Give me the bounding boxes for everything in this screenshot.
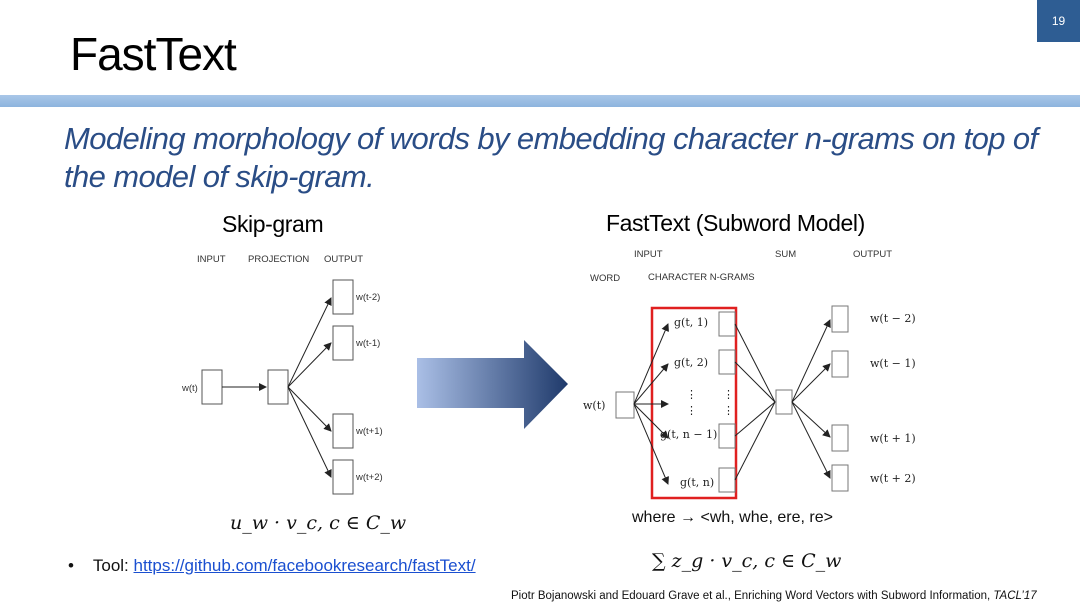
skipgram-col-input: INPUT (197, 254, 226, 265)
ngram-label-4: g(t, n) (680, 476, 714, 489)
skipgram-output-box-2 (332, 325, 354, 361)
ngram-vector-box-4 (718, 467, 736, 493)
ngram-vector-box-2 (718, 349, 736, 375)
ngram-vector-box-1 (718, 311, 736, 337)
fasttext-out-arrow-4 (791, 401, 831, 479)
fasttext-output-box-2 (831, 350, 849, 378)
ngram-vector-dots-2: ⋮ (723, 404, 734, 417)
ngram-vector-box-3 (718, 423, 736, 449)
skipgram-col-projection: PROJECTION (248, 254, 309, 265)
ngram-vertical-dots-2: ⋮ (686, 404, 697, 417)
fasttext-output-box-4 (831, 464, 849, 492)
ngram-arrow-4 (633, 403, 669, 439)
fasttext-out-arrow-3 (791, 401, 831, 438)
ngram-arrow-1 (633, 323, 669, 405)
fasttext-out-arrow-2 (791, 363, 831, 403)
skipgram-output-label-2: w(t-1) (355, 338, 380, 349)
ngram-arrow-2 (633, 363, 669, 405)
skipgram-formula: u_w · v_c, c ∈ C_w (230, 512, 407, 534)
ngram-vector-dots-1: ⋮ (723, 388, 734, 401)
fasttext-word-label: w(t) (583, 399, 605, 412)
skipgram-output-box-3 (332, 413, 354, 449)
fasttext-output-label-3: w(t + 1) (870, 432, 916, 445)
fasttext-word-box (615, 391, 635, 419)
sum-line-3 (734, 401, 776, 437)
title-divider-bar (0, 95, 1080, 107)
skipgram-output-box-4 (332, 459, 354, 495)
skipgram-output-box-1 (332, 279, 354, 315)
fasttext-col-output: OUTPUT (853, 249, 892, 260)
sum-line-4 (734, 401, 776, 481)
ngram-label-2: g(t, 2) (674, 356, 708, 369)
ngram-label-1: g(t, 1) (674, 316, 708, 329)
fasttext-output-label-1: w(t − 2) (870, 312, 916, 325)
transition-arrow (417, 340, 568, 429)
skipgram-out-arrow-2 (287, 342, 332, 388)
citation-venue: TACL’17 (993, 590, 1037, 602)
ngram-vertical-dots-1: ⋮ (686, 388, 697, 401)
fasttext-heading: FastText (Subword Model) (606, 210, 865, 236)
ngram-label-3: g(t, n − 1) (660, 428, 717, 441)
skipgram-output-label-3: w(t+1) (355, 426, 383, 437)
skipgram-input-box (201, 369, 223, 405)
fasttext-output-box-1 (831, 305, 849, 333)
fasttext-col-sum: SUM (775, 249, 796, 260)
skipgram-out-arrow-4 (287, 386, 332, 478)
fasttext-col-word: WORD (590, 273, 620, 284)
sum-line-2 (734, 361, 776, 403)
fasttext-col-input: INPUT (634, 249, 663, 260)
sum-box (775, 389, 793, 415)
citation-text: Piotr Bojanowski and Edouard Grave et al… (511, 590, 994, 602)
ngram-example: where → <wh, whe, ere, re> (632, 509, 833, 526)
tool-label: Tool: (92, 556, 134, 575)
slide-title: FastText (70, 28, 237, 80)
fasttext-output-label-2: w(t − 1) (870, 357, 916, 370)
fasttext-formula: ∑ z_g · v_c, c ∈ C_w (652, 550, 842, 572)
skipgram-output-label-1: w(t-2) (355, 292, 380, 303)
skipgram-input-label: w(t) (181, 383, 198, 394)
fasttext-col-ngrams: CHARACTER N-GRAMS (648, 272, 755, 283)
slide-number: 19 (1037, 0, 1080, 42)
skipgram-col-output: OUTPUT (324, 254, 363, 265)
skipgram-out-arrow-1 (287, 297, 332, 388)
bullet-dot: • (68, 556, 93, 575)
skipgram-out-arrow-3 (287, 386, 332, 432)
ngram-highlight-box (650, 306, 738, 500)
skipgram-output-label-4: w(t+2) (355, 472, 383, 483)
ngram-arrow-5 (633, 403, 669, 485)
fasttext-github-link[interactable]: https://github.com/facebookresearch/fast… (133, 556, 476, 575)
slide-subtitle: Modeling morphology of words by embeddin… (64, 121, 1038, 194)
citation: Piotr Bojanowski and Edouard Grave et al… (511, 590, 1037, 602)
fasttext-out-arrow-1 (791, 319, 831, 403)
skipgram-projection-box (267, 369, 289, 405)
tool-bullet: • Tool: https://github.com/facebookresea… (68, 556, 476, 576)
sum-line-1 (734, 323, 776, 403)
fasttext-output-label-4: w(t + 2) (870, 472, 916, 485)
fasttext-output-box-3 (831, 424, 849, 452)
skipgram-heading: Skip-gram (222, 211, 324, 237)
